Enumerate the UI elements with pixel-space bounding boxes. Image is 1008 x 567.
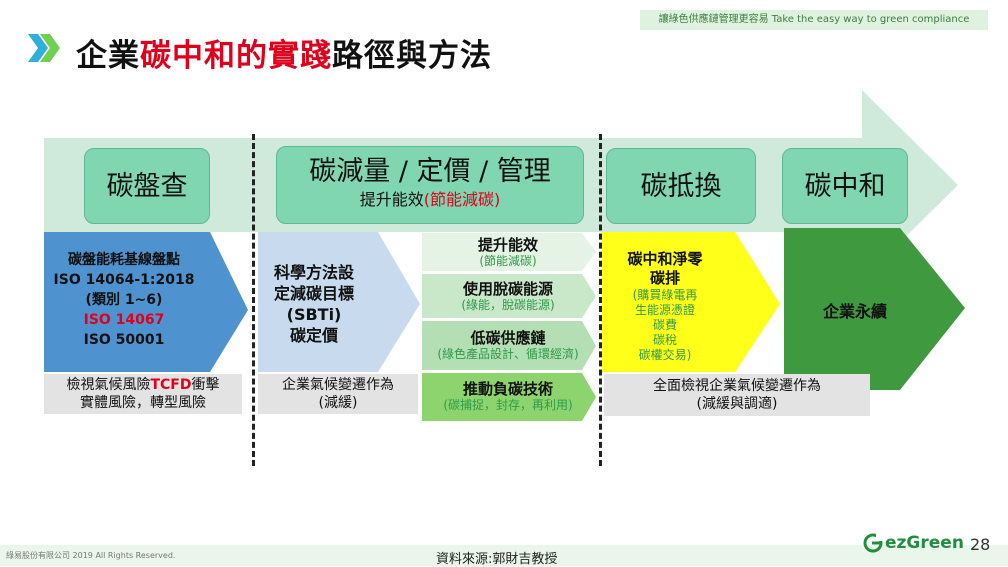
stage-carbon-neutral: 碳中和 [782, 148, 908, 224]
offset-details: 碳中和淨零 碳排 (購買綠電再 生能源憑證 碳費 碳稅 碳權交易) [627, 250, 703, 362]
divider [599, 134, 602, 466]
stage-carbon-inventory: 碳盤查 [84, 148, 210, 224]
stage-reduction-pricing-management: 碳減量 / 定價 / 管理 提升能效(節能減碳) [276, 146, 584, 224]
measure-decarbonized-energy: 使用脫碳能源 (綠能，脫碳能源) [461, 280, 555, 312]
tagline: 讓綠色供應鏈管理更容易 Take the easy way to green c… [640, 10, 988, 30]
copyright: 綠易股份有限公司 2019 All Rights Reserved. [6, 551, 176, 560]
double-chevron-right-icon [28, 34, 60, 62]
page-number: 28 [970, 535, 991, 554]
sbti-details: 科學方法設 定減碳目標 (SBTi) 碳定價 [273, 263, 354, 345]
adaptation-box: 全面檢視企業氣候變遷作為 (減緩與調適) [604, 374, 870, 416]
source-note: 資料來源:郭財吉教授 [436, 552, 558, 567]
measure-energy-efficiency: 提升能效 (節能減碳) [477, 236, 538, 268]
sustainability-label: 企業永續 [822, 302, 887, 321]
page-title: 企業碳中和的實踐路徑與方法 [76, 38, 492, 74]
climate-risk-box: 檢視氣候風險TCFD衝擊 實體風險，轉型風險 [44, 374, 242, 414]
stage-carbon-offset: 碳抵換 [606, 148, 756, 224]
stage-subtitle: 提升能效(節能減碳) [359, 190, 501, 209]
measure-low-carbon-supply-chain: 低碳供應鏈 (綠色產品設計、循環經濟) [437, 329, 579, 361]
inventory-details: 碳盤能耗基線盤點 ISO 14064-1:2018 (類別 1~6) ISO 1… [53, 252, 195, 348]
mitigation-box: 企業氣候變遷作為 (減緩) [258, 374, 418, 414]
brand-name: ezGreen [885, 533, 964, 553]
ezgreen-logo-icon [863, 533, 884, 553]
measure-negative-carbon-tech: 推動負碳技術 (碳捕捉，封存，再利用) [443, 380, 573, 412]
divider [252, 134, 255, 466]
footer-bar [0, 545, 1008, 566]
